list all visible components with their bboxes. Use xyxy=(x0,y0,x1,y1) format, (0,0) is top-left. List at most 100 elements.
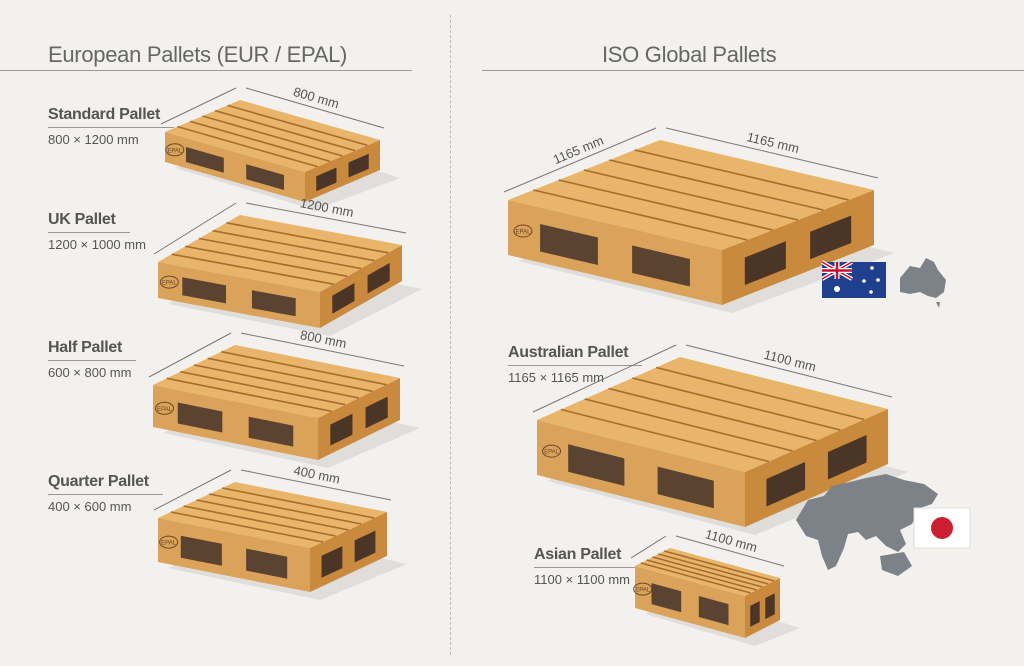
pallet-slat-gap xyxy=(560,408,770,463)
pallet-fork-opening xyxy=(568,444,625,486)
pallet-fork-opening xyxy=(750,601,760,627)
pallet-dims: 400 × 600 mm xyxy=(48,499,132,514)
pallet-slat-gap xyxy=(177,125,318,168)
pallet-fork-opening xyxy=(246,164,284,190)
pallet-fork-opening xyxy=(348,153,369,178)
pallet-fork-opening xyxy=(765,593,775,620)
pallet-slat-gap xyxy=(209,493,362,525)
pallet-fork-opening xyxy=(827,434,867,480)
pallet-slat-gap xyxy=(226,222,389,254)
pallet-slat-gap xyxy=(634,149,849,201)
pallet-fork-opening xyxy=(248,416,294,447)
pallet-slat-gap xyxy=(202,115,343,157)
epal-logo-text: EPAL xyxy=(516,230,532,236)
top-dimension-label: 1165 mm xyxy=(745,129,800,156)
epal-logo xyxy=(633,582,653,596)
epal-logo xyxy=(155,401,175,415)
top-dimension-arrow xyxy=(245,87,385,129)
pallet-dims: 1165 × 1165 mm xyxy=(508,370,604,385)
pallet-slat-gap xyxy=(584,398,793,452)
australia-flag-icon xyxy=(821,260,886,298)
pallet-slat-gap xyxy=(655,366,865,421)
top-dimension-arrow xyxy=(685,344,893,398)
pallet-fork-opening xyxy=(182,277,227,304)
label-uk-pallet: UK Pallet 1200 × 1000 mm xyxy=(48,211,146,252)
pallet-fork-opening xyxy=(651,583,682,613)
pallet-slat-gap xyxy=(193,364,360,399)
pallet-slat-gap xyxy=(609,159,824,211)
iso-1165-pallet: EPAL 1165 mm 1165 mm xyxy=(503,127,894,313)
pallet-fork-opening xyxy=(186,147,224,173)
epal-logo-text: EPAL xyxy=(162,281,178,287)
iso-title-underline xyxy=(482,70,1024,71)
japan-flag-icon xyxy=(913,507,971,549)
top-dimension-label: 800 mm xyxy=(299,327,348,351)
pallet-fork-opening xyxy=(810,215,852,260)
section-divider xyxy=(450,15,451,655)
world-map-icon xyxy=(796,474,938,576)
iso-section-title: ISO Global Pallets xyxy=(602,42,777,67)
pallet-slat-gap xyxy=(658,553,769,585)
pallet-slat-gap xyxy=(196,499,349,531)
side-dimension-arrow xyxy=(630,535,667,559)
top-dimension-label: 400 mm xyxy=(292,463,341,487)
pallet-name: Australian Pallet xyxy=(508,344,643,366)
label-quarter-pallet: Quarter Pallet 400 × 600 mm xyxy=(48,473,163,514)
top-dimension-arrow xyxy=(665,127,879,179)
pallet-fork-opening xyxy=(246,548,288,579)
european-title-underline xyxy=(0,70,412,71)
pallet-slat-gap xyxy=(533,189,748,241)
pallet-fork-opening xyxy=(657,466,714,509)
pallet-fork-opening xyxy=(744,241,786,285)
top-dimension-arrow xyxy=(675,535,785,567)
pallet-fork-opening xyxy=(354,530,376,563)
side-dimension-arrow xyxy=(160,87,237,125)
side-dimension-arrow xyxy=(153,202,237,255)
pallet-fork-opening xyxy=(367,262,390,294)
pallet-slat-gap xyxy=(207,357,373,393)
pallet-fork-opening xyxy=(632,245,690,287)
pallet-slat-gap xyxy=(180,370,346,406)
pallet-slat-gap xyxy=(212,229,375,262)
pallet-name: Quarter Pallet xyxy=(48,473,163,495)
epal-logo xyxy=(513,224,533,238)
european-section-title: European Pallets (EUR / EPAL) xyxy=(48,42,348,67)
pallet-name: UK Pallet xyxy=(48,211,130,233)
top-dimension-arrow xyxy=(240,469,392,501)
pallet-slat-gap xyxy=(663,550,775,582)
epal-logo xyxy=(159,275,179,289)
pallet-fork-opening xyxy=(180,535,222,566)
pallet-slat-gap xyxy=(221,350,387,386)
pallet-fork-opening xyxy=(540,224,598,265)
label-australian-pallet: Australian Pallet 1165 × 1165 mm xyxy=(508,344,643,385)
side-dimension-label: 1165 mm xyxy=(551,133,606,167)
pallet-fork-opening xyxy=(365,396,388,429)
pallet-slat-gap xyxy=(166,377,332,413)
pallet-slat-gap xyxy=(227,104,368,147)
pallet-slat-gap xyxy=(583,169,799,221)
pallet-fork-opening xyxy=(698,596,729,626)
pallet-slat-gap xyxy=(646,559,757,591)
pallet-fork-opening xyxy=(321,546,343,578)
pallet-dims: 1200 × 1000 mm xyxy=(48,237,146,252)
pallet-slat-gap xyxy=(632,377,841,431)
pallet-slat-gap xyxy=(652,556,763,588)
pallet-name: Standard Pallet xyxy=(48,106,174,128)
pallet-fork-opening xyxy=(330,413,353,446)
epal-logo xyxy=(159,535,179,549)
pallet-slat-gap xyxy=(185,245,348,278)
side-dimension-arrow xyxy=(148,332,232,378)
side-dimension-arrow xyxy=(503,127,657,193)
pallet-fork-opening xyxy=(177,402,223,433)
pallet-name: Asian Pallet xyxy=(534,546,636,568)
pallet-fork-opening xyxy=(332,283,355,314)
pallet-slat-gap xyxy=(189,120,331,163)
